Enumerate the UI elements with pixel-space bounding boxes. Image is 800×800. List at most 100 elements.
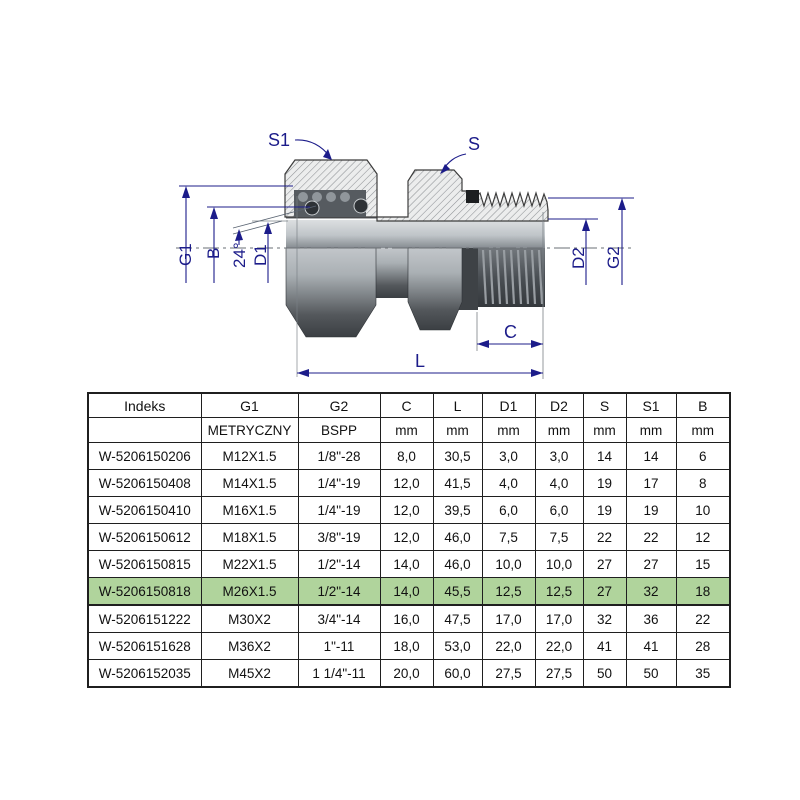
- table-cell: 27: [625, 550, 677, 578]
- table-cell: M22X1.5: [200, 550, 299, 578]
- table-cell: 1/4"-19: [297, 496, 381, 524]
- table-cell: W-5206151628: [87, 632, 202, 660]
- table-cell: 36: [625, 604, 677, 633]
- table-cell: M18X1.5: [200, 523, 299, 551]
- column-subheader: BSPP: [297, 417, 381, 443]
- fitting-3d-view: [285, 247, 545, 338]
- table-cell: 35: [675, 659, 731, 688]
- table-cell: W-5206150410: [87, 496, 202, 524]
- table-cell: M45X2: [200, 659, 299, 688]
- table-cell: 45,5: [432, 577, 483, 606]
- b-arrowhead: [210, 207, 218, 219]
- table-cell: 4,0: [534, 469, 584, 497]
- technical-drawing: S1 S G1 B 24° D1 D2 G2 C L: [176, 130, 634, 379]
- table-cell: 10: [675, 496, 731, 524]
- table-cell: 17,0: [534, 604, 584, 633]
- table-cell: 47,5: [432, 604, 483, 633]
- tube-bore: [286, 220, 545, 248]
- l-arrowhead-right: [531, 369, 543, 377]
- table-cell: 17,0: [481, 604, 536, 633]
- seal-ring: [466, 190, 479, 203]
- label-g2: G2: [604, 246, 623, 269]
- column-subheader: mm: [625, 417, 677, 443]
- table-cell: 3/8"-19: [297, 523, 381, 551]
- table-cell: 28: [675, 632, 731, 660]
- table-cell: 6: [675, 442, 731, 470]
- table-cell: 60,0: [432, 659, 483, 688]
- table-cell: 18,0: [379, 632, 434, 660]
- column-header: S1: [625, 392, 677, 418]
- table-cell: 1/4"-19: [297, 469, 381, 497]
- table-cell: W-5206150408: [87, 469, 202, 497]
- column-subheader: mm: [379, 417, 434, 443]
- table-cell: 10,0: [481, 550, 536, 578]
- oring-left: [304, 200, 320, 216]
- table-cell: 12: [675, 523, 731, 551]
- label-l: L: [415, 351, 425, 371]
- table-cell: 1"-11: [297, 632, 381, 660]
- fitting-cross-section: [284, 159, 549, 222]
- table-cell: 32: [625, 577, 677, 606]
- c-arrowhead-left: [477, 340, 489, 348]
- column-subheader: METRYCZNY: [200, 417, 299, 443]
- table-cell: W-5206150815: [87, 550, 202, 578]
- g2-arrowhead: [618, 198, 626, 210]
- g1-arrowhead: [182, 186, 190, 198]
- s1-arrowhead: [323, 149, 332, 160]
- table-cell: 46,0: [432, 523, 483, 551]
- table-cell: 19: [582, 496, 627, 524]
- table-cell: 18: [675, 577, 731, 606]
- angle-arrowhead: [235, 229, 243, 241]
- column-header: L: [432, 392, 483, 418]
- table-cell: 14: [625, 442, 677, 470]
- table-cell: 12,5: [481, 577, 536, 606]
- label-angle: 24°: [230, 242, 249, 268]
- table-cell: 27,5: [534, 659, 584, 688]
- d2-arrowhead: [582, 219, 590, 231]
- body-hex-3d: [407, 247, 463, 331]
- label-d1: D1: [251, 244, 270, 266]
- table-cell: 4,0: [481, 469, 536, 497]
- table-cell: M36X2: [200, 632, 299, 660]
- table-cell: W-5206150612: [87, 523, 202, 551]
- thread-ridges: [481, 249, 544, 305]
- table-cell: M16X1.5: [200, 496, 299, 524]
- table-cell: 6,0: [534, 496, 584, 524]
- table-cell: M26X1.5: [200, 577, 299, 606]
- column-subheader: mm: [675, 417, 731, 443]
- table-cell: 41: [582, 632, 627, 660]
- label-c: C: [504, 322, 517, 342]
- table-cell: 50: [625, 659, 677, 688]
- table-cell: 3/4"-14: [297, 604, 381, 633]
- column-subheader: mm: [481, 417, 536, 443]
- body-section: [376, 169, 549, 222]
- table-cell: 22: [582, 523, 627, 551]
- table-cell: 22: [625, 523, 677, 551]
- table-cell: 3,0: [481, 442, 536, 470]
- table-cell: 15: [675, 550, 731, 578]
- table-cell: 17: [625, 469, 677, 497]
- table-cell: 10,0: [534, 550, 584, 578]
- table-cell: 8: [675, 469, 731, 497]
- table-cell: 7,5: [481, 523, 536, 551]
- table-cell: 1/2"-14: [297, 577, 381, 606]
- table-cell: 39,5: [432, 496, 483, 524]
- table-cell: 22,0: [534, 632, 584, 660]
- table-cell: 41: [625, 632, 677, 660]
- table-cell: 16,0: [379, 604, 434, 633]
- column-header: B: [675, 392, 731, 418]
- oring-right: [353, 198, 369, 214]
- column-header: D2: [534, 392, 584, 418]
- table-cell: 14,0: [379, 550, 434, 578]
- table-cell: 1/8"-28: [297, 442, 381, 470]
- dimension-labels: S1 S G1 B 24° D1 D2 G2 C L: [176, 130, 623, 371]
- table-cell: 27: [582, 577, 627, 606]
